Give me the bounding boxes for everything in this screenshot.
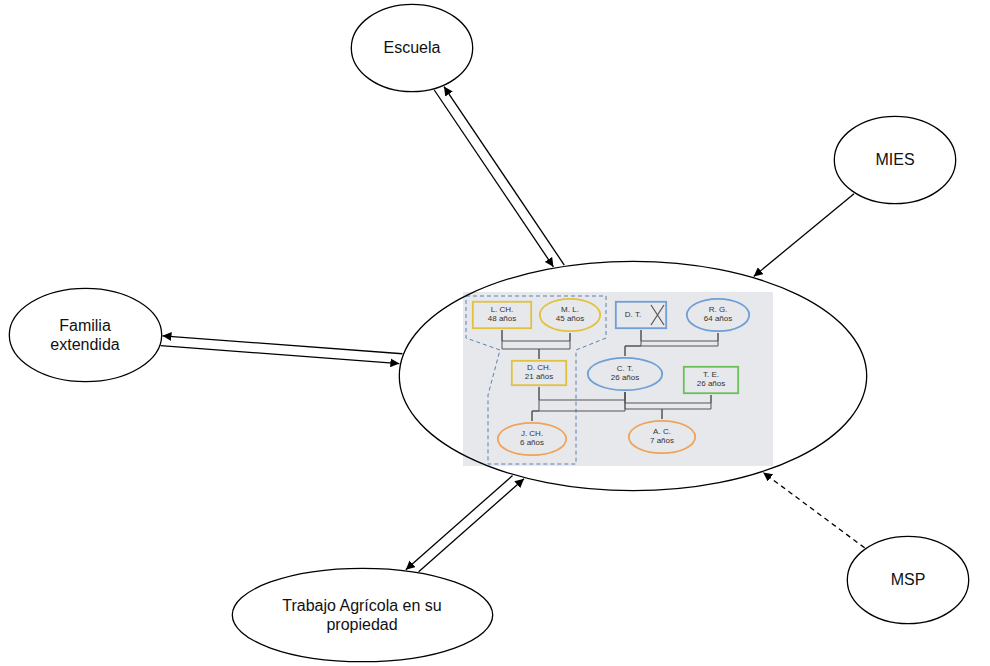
ellipse-outline bbox=[847, 536, 968, 623]
ellipse-outline bbox=[498, 423, 566, 455]
age-text: 64 años bbox=[704, 315, 732, 324]
node-text: R. G. bbox=[704, 306, 732, 315]
deceased-cross bbox=[651, 305, 664, 325]
ellipse-outline bbox=[588, 358, 662, 390]
kinship-line bbox=[539, 333, 570, 359]
male-symbol: D. CH.21 años bbox=[510, 359, 568, 387]
kinship-line bbox=[502, 330, 570, 341]
node-text: T. E. bbox=[697, 371, 725, 380]
node-text: MIES bbox=[875, 150, 914, 169]
relation-arrow bbox=[754, 194, 854, 277]
node-text: MSP bbox=[891, 570, 926, 589]
ellipse-outline bbox=[399, 261, 866, 490]
male-symbol: T. E.26 años bbox=[682, 365, 740, 395]
relation-arrow bbox=[162, 336, 402, 354]
node-label: Familia extendida bbox=[37, 316, 133, 354]
household-boundary bbox=[466, 296, 606, 464]
rect-outline bbox=[473, 302, 531, 328]
system-ellipse: MIES bbox=[833, 115, 957, 205]
relation-arrow bbox=[161, 346, 400, 364]
node-text: L. CH. bbox=[488, 306, 516, 315]
node-label: D. T. bbox=[625, 311, 657, 320]
node-outline bbox=[8, 287, 163, 383]
node-text: D. T. bbox=[625, 311, 641, 320]
female-symbol: J. CH.6 años bbox=[496, 421, 568, 457]
photo-ground bbox=[463, 292, 773, 466]
ellipse-outline bbox=[9, 288, 161, 381]
kinship-line bbox=[625, 330, 641, 356]
age-text: 7 años bbox=[650, 437, 674, 446]
deceased-male-symbol: D. T. bbox=[614, 300, 668, 330]
age-text: 26 años bbox=[611, 374, 639, 383]
ellipse-outline bbox=[232, 568, 492, 661]
node-text: Trabajo Agrícola en su propiedad bbox=[277, 596, 447, 634]
kinship-line bbox=[532, 387, 539, 421]
relation-arrow bbox=[763, 473, 864, 548]
node-text: M. L. bbox=[556, 306, 584, 315]
female-symbol: R. G.64 años bbox=[685, 297, 751, 333]
system-ellipse: Escuela bbox=[350, 3, 474, 93]
age-text: 21 años bbox=[525, 373, 553, 382]
node-label: L. CH.48 años bbox=[488, 306, 516, 324]
kinship-line bbox=[625, 333, 718, 356]
ellipse-outline bbox=[351, 4, 472, 91]
system-ellipse: MSP bbox=[846, 535, 970, 625]
female-symbol: M. L.45 años bbox=[538, 297, 602, 333]
node-label: Escuela bbox=[384, 38, 441, 57]
ellipse-outline bbox=[687, 299, 749, 331]
relation-arrow bbox=[406, 476, 513, 570]
system-ellipse: Familia extendida bbox=[8, 287, 163, 383]
kinship-line bbox=[532, 392, 625, 421]
ellipse-outline bbox=[834, 116, 955, 203]
kinship-line bbox=[641, 330, 718, 341]
relation-arrow bbox=[434, 90, 553, 267]
node-text: A. C. bbox=[650, 428, 674, 437]
kinship-line bbox=[502, 330, 539, 359]
node-label: R. G.64 años bbox=[704, 306, 732, 324]
kinship-line bbox=[625, 392, 662, 419]
node-label: MSP bbox=[891, 570, 926, 589]
node-text: C. T. bbox=[611, 365, 639, 374]
female-symbol: C. T.26 años bbox=[586, 356, 664, 392]
age-text: 6 años bbox=[520, 439, 544, 448]
age-text: 48 años bbox=[488, 315, 516, 324]
female-symbol: A. C.7 años bbox=[627, 419, 697, 455]
rect-outline bbox=[512, 361, 566, 385]
node-text: Escuela bbox=[384, 38, 441, 57]
node-label: J. CH.6 años bbox=[520, 430, 544, 448]
node-label: MIES bbox=[875, 150, 914, 169]
age-text: 26 años bbox=[697, 380, 725, 389]
node-text: Familia extendida bbox=[37, 316, 133, 354]
node-label: A. C.7 años bbox=[650, 428, 674, 446]
male-symbol: L. CH.48 años bbox=[471, 300, 533, 330]
node-label: T. E.26 años bbox=[697, 371, 725, 389]
node-outline bbox=[231, 567, 494, 663]
family-ellipse: L. CH.48 años M. L.45 años D. T. R. G.64 añ… bbox=[398, 260, 868, 492]
node-label: C. T.26 años bbox=[611, 365, 639, 383]
node-label: D. CH.21 años bbox=[525, 364, 553, 382]
node-label: Trabajo Agrícola en su propiedad bbox=[277, 596, 447, 634]
relation-arrow bbox=[419, 479, 524, 572]
ellipse-outline bbox=[629, 421, 695, 453]
node-text: D. CH. bbox=[525, 364, 553, 373]
kinship-line bbox=[662, 395, 711, 419]
age-text: 45 años bbox=[556, 315, 584, 324]
ellipse-outline bbox=[540, 299, 600, 331]
node-text: J. CH. bbox=[520, 430, 544, 439]
rect-outline bbox=[616, 302, 666, 328]
system-ellipse: Trabajo Agrícola en su propiedad bbox=[231, 567, 494, 663]
rect-outline bbox=[684, 367, 738, 393]
node-label: M. L.45 años bbox=[556, 306, 584, 324]
relation-arrow bbox=[444, 87, 564, 266]
